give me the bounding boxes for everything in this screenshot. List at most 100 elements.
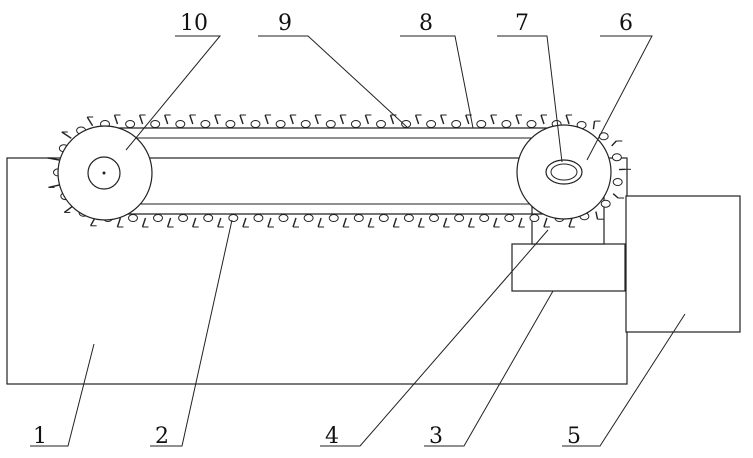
gearbox	[511, 243, 626, 292]
chain-spike	[314, 114, 319, 125]
leader-7	[497, 35, 563, 163]
chain-roller	[529, 214, 540, 222]
chain-spike	[493, 217, 498, 228]
leader-1	[30, 343, 95, 447]
chain-roller	[228, 214, 239, 222]
label-5: 5	[567, 424, 581, 449]
chain-spike	[164, 114, 169, 125]
chain-spike	[267, 217, 272, 228]
leader-10	[125, 35, 222, 151]
leader-6	[586, 35, 653, 161]
label-7: 7	[515, 11, 529, 36]
chain-spike	[515, 114, 520, 125]
chain-spike	[568, 217, 573, 228]
chain-roller	[401, 120, 412, 128]
leader-lines	[30, 35, 686, 447]
chain-spike	[465, 114, 470, 125]
chain-roller	[403, 214, 414, 222]
chain-spike	[339, 114, 344, 125]
chain-spike	[317, 217, 322, 228]
chain-spike	[264, 114, 269, 125]
chain-roller	[325, 120, 336, 128]
chain-roller	[600, 199, 611, 208]
chain-spike	[518, 217, 523, 228]
chain-spike	[612, 193, 619, 199]
chain-spike	[611, 140, 617, 147]
chain-roller	[526, 120, 537, 128]
chain-spike	[192, 217, 197, 228]
chain-spike	[389, 114, 395, 125]
label-10: 10	[180, 11, 208, 36]
chain-spike	[242, 217, 247, 228]
chain-spike	[138, 114, 144, 125]
chain-roller	[476, 120, 487, 128]
chain-spike	[540, 114, 545, 125]
chain-roller	[128, 214, 138, 222]
chain-spike	[61, 131, 72, 139]
chain-spike	[595, 211, 599, 220]
chain-spike	[86, 116, 94, 127]
chain-roller	[350, 120, 361, 128]
label-8: 8	[419, 11, 433, 36]
chain-roller	[611, 153, 622, 162]
chain-spike	[364, 114, 370, 125]
chain-roller	[278, 214, 289, 222]
chain-roller	[200, 120, 211, 128]
label-2: 2	[155, 424, 169, 449]
chain-spike	[367, 217, 372, 228]
chain-spike	[490, 114, 495, 125]
motor-box	[625, 195, 741, 333]
chain-roller	[153, 214, 163, 222]
chain-spike	[543, 217, 548, 228]
leader-9	[258, 35, 409, 129]
chain-roller	[429, 214, 439, 222]
chain-spike	[166, 217, 172, 228]
label-4: 4	[325, 424, 339, 449]
chain-roller	[303, 214, 314, 222]
leader-8	[400, 35, 474, 129]
chain-roller	[250, 120, 261, 128]
idler-axle-point	[102, 171, 106, 175]
label-6: 6	[619, 11, 633, 36]
chain-roller	[300, 120, 311, 128]
leader-2	[150, 219, 233, 447]
chain-roller	[225, 120, 236, 128]
chain-spike	[565, 114, 570, 125]
label-1: 1	[33, 424, 47, 449]
chain-roller	[125, 120, 136, 128]
chain-spike	[440, 114, 445, 125]
chain-roller	[504, 214, 515, 222]
chain-spike	[214, 114, 219, 125]
chain-spike	[342, 217, 347, 228]
chain-roller	[479, 214, 490, 222]
chain-roller	[178, 214, 189, 222]
chain-roller	[451, 120, 462, 128]
chain-spike	[442, 217, 448, 228]
chain-spike	[592, 121, 596, 130]
chain-spike	[392, 217, 398, 228]
chain-roller	[175, 120, 186, 128]
chain-roller	[253, 214, 264, 222]
chain-roller	[353, 214, 364, 222]
chain-roller	[426, 120, 437, 128]
chain-roller	[328, 214, 339, 222]
leader-5	[562, 313, 686, 447]
leader-4	[320, 229, 549, 447]
chain-spike	[292, 217, 297, 228]
chain-spike	[289, 114, 294, 125]
chain-spike	[189, 114, 194, 125]
chain-spike	[239, 114, 244, 125]
chain-roller	[378, 214, 389, 222]
chain-spike	[417, 217, 423, 228]
chain-roller	[275, 120, 286, 128]
chain-roller	[150, 120, 161, 128]
chain-spike	[217, 217, 222, 228]
leader-3	[424, 290, 554, 447]
drive-shaft	[550, 163, 578, 181]
chain-roller	[454, 214, 465, 222]
chain-roller	[612, 178, 623, 186]
label-9: 9	[278, 11, 292, 36]
chain-spike	[116, 217, 122, 228]
